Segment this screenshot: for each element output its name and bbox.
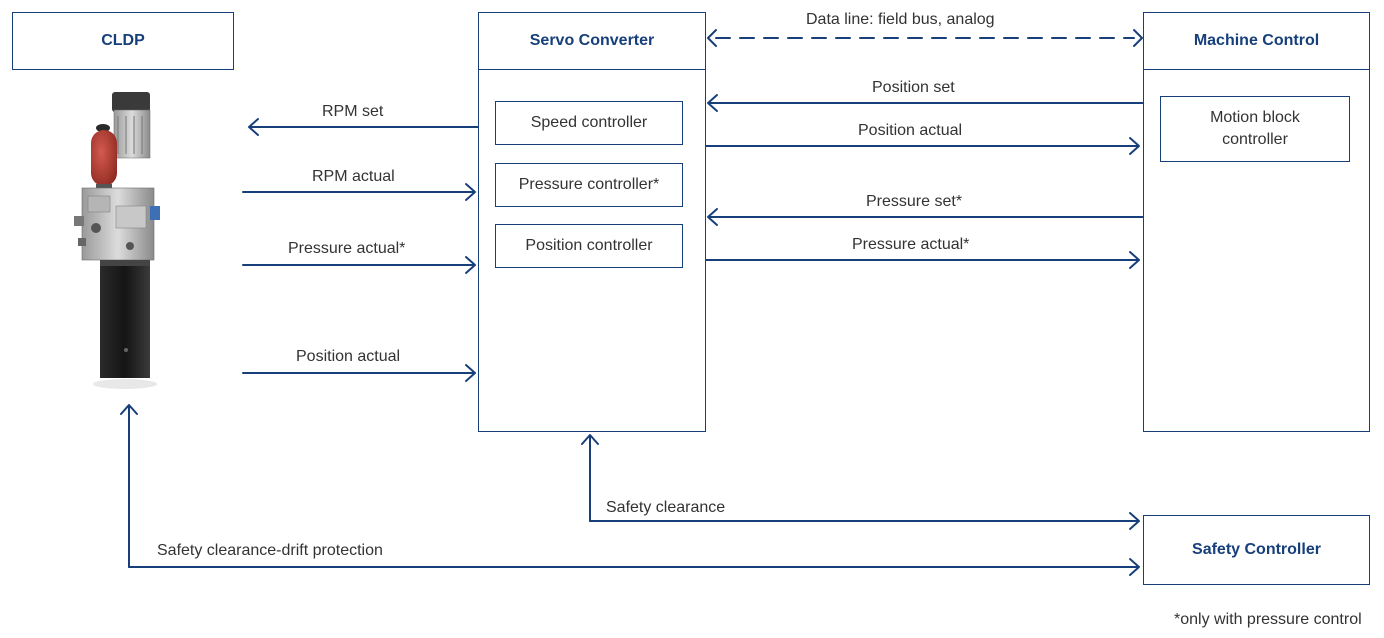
speed-controller-label: Speed controller bbox=[530, 114, 648, 131]
safety-controller-title: Safety Controller bbox=[1192, 541, 1321, 558]
position-actual-left-label: Position actual bbox=[296, 348, 401, 365]
position-actual-left-arrow bbox=[242, 364, 476, 382]
safety-drift-arrow bbox=[120, 404, 1140, 576]
machine-control-title: Machine Control bbox=[1193, 32, 1320, 49]
safety-clearance-label: Safety clearance bbox=[606, 499, 726, 516]
pressure-set-label: Pressure set* bbox=[866, 193, 963, 210]
pressure-controller-label: Pressure controller* bbox=[518, 176, 660, 193]
speed-controller-box: Speed controller bbox=[495, 101, 683, 145]
position-actual-right-label: Position actual bbox=[858, 122, 963, 139]
machine-control-header: Machine Control bbox=[1144, 13, 1369, 70]
pressure-actual-right-label: Pressure actual* bbox=[852, 236, 970, 253]
servo-converter-header: Servo Converter bbox=[479, 13, 705, 70]
pressure-actual-left-arrow bbox=[242, 256, 476, 274]
motion-block-label-line2: controller bbox=[1222, 131, 1288, 148]
position-actual-right-arrow bbox=[704, 137, 1140, 155]
cldp-device-image bbox=[74, 92, 160, 389]
rpm-set-arrow bbox=[248, 118, 479, 136]
position-controller-box: Position controller bbox=[495, 224, 683, 268]
cldp-box: CLDP bbox=[12, 12, 234, 70]
motion-block-label-line1: Motion block bbox=[1210, 109, 1300, 126]
safety-drift-label: Safety clearance-drift protection bbox=[157, 542, 383, 559]
rpm-actual-arrow bbox=[242, 183, 476, 201]
rpm-set-label: RPM set bbox=[322, 103, 384, 120]
pressure-actual-left-label: Pressure actual* bbox=[288, 240, 406, 257]
pressure-set-arrow bbox=[707, 208, 1144, 226]
servo-converter-title: Servo Converter bbox=[529, 32, 655, 49]
data-line-arrow bbox=[707, 29, 1143, 47]
motion-block-controller-box: Motion block controller bbox=[1160, 96, 1350, 162]
rpm-actual-label: RPM actual bbox=[312, 168, 395, 185]
machine-control-box: Machine Control bbox=[1143, 12, 1370, 432]
position-set-label: Position set bbox=[872, 79, 955, 96]
cldp-title: CLDP bbox=[101, 32, 145, 49]
pressure-actual-right-arrow bbox=[704, 251, 1140, 269]
position-controller-label: Position controller bbox=[525, 237, 653, 254]
safety-controller-box: Safety Controller bbox=[1143, 515, 1370, 585]
data-line-label: Data line: field bus, analog bbox=[806, 11, 995, 28]
servo-converter-box: Servo Converter bbox=[478, 12, 706, 432]
safety-clearance-arrow bbox=[581, 434, 1140, 530]
pressure-controller-box: Pressure controller* bbox=[495, 163, 683, 207]
position-set-arrow bbox=[707, 94, 1144, 112]
footnote: *only with pressure control bbox=[1174, 611, 1362, 628]
